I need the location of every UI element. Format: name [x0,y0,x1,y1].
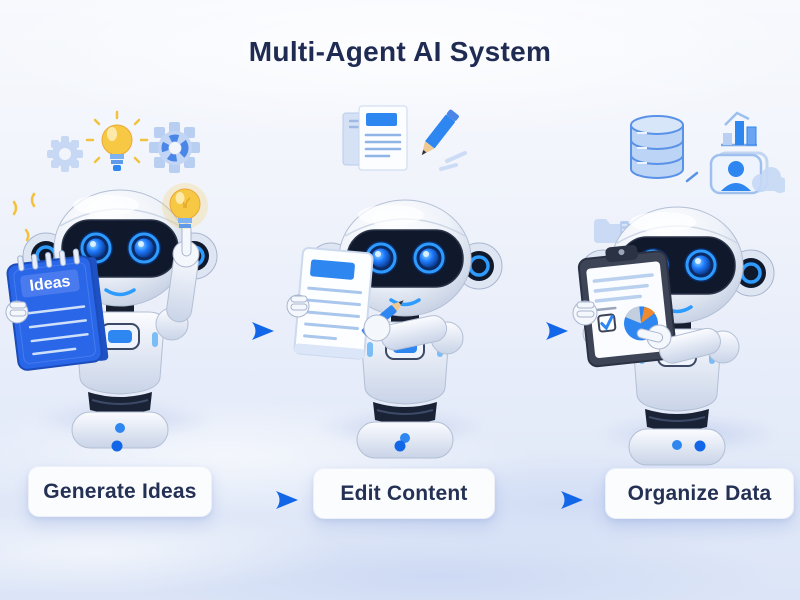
step-label-organize-data: Organize Data [605,468,794,519]
right-arm [380,315,464,355]
ideas-notebook: Ideas [6,248,109,371]
gear-icon [149,122,200,173]
left-hand [5,300,29,324]
icon-cluster-edit [342,105,467,171]
robot-edit-content [286,198,504,460]
bar-chart-icon [721,111,757,147]
robot-generate-ideas: Ideas [5,183,219,450]
connector-dot-line [694,440,706,470]
step-label-text: Organize Data [627,481,772,505]
left-hand [572,300,598,326]
robot-organize-data [572,205,776,467]
step-label-text: Edit Content [340,481,468,505]
pencil-icon [421,109,467,171]
arrow-right-icon [472,322,568,340]
step-label-edit-content: Edit Content [313,468,495,519]
gear-icon [47,136,83,172]
notebook-title: Ideas [29,273,72,295]
connector-dot-line [394,440,406,470]
raised-arm [155,223,200,341]
step-label-text: Generate Ideas [43,479,197,503]
cloud-icon [752,167,785,193]
left-hand [286,294,310,318]
lightbulb-icon [85,110,149,171]
database-icon [630,115,699,183]
arrow-right-icon [202,491,298,509]
right-hand [363,314,391,342]
arrow-right-icon [178,322,274,340]
pointing-arm [636,324,740,364]
held-document [293,246,374,360]
page-title: Multi-Agent AI System [248,36,552,67]
arrow-right-icon [487,491,583,509]
icon-cluster-generate [47,110,200,173]
step-label-generate-ideas: Generate Ideas [28,466,212,517]
icon-cluster-organize [630,111,785,195]
document-icon [342,105,408,171]
lightbulb-icon [162,183,208,229]
